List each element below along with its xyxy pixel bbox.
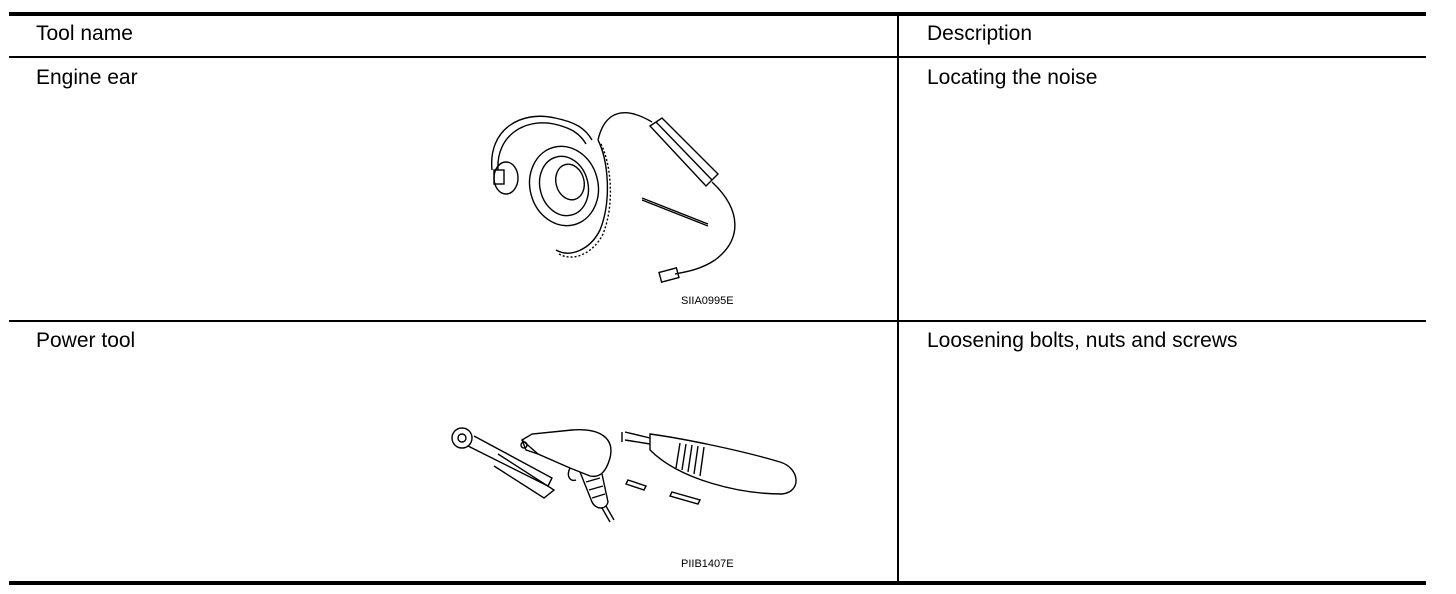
row-1-figure-code: SIIA0995E xyxy=(681,295,734,307)
table-row-divider xyxy=(9,320,1426,322)
power-tool-figure xyxy=(451,427,797,523)
header-description: Description xyxy=(927,22,1033,45)
power-tools-icon xyxy=(451,427,797,523)
row-2-figure-code: PIIB1407E xyxy=(681,558,734,570)
table-bottom-rule xyxy=(9,581,1426,585)
row-2-description: Loosening bolts, nuts and screws xyxy=(927,329,1238,352)
row-1-tool-name: Engine ear xyxy=(36,66,138,89)
headphones-stethoscope-icon xyxy=(491,112,736,284)
table-column-divider xyxy=(897,16,899,582)
row-2-tool-name: Power tool xyxy=(36,329,136,352)
table-header-rule xyxy=(9,56,1426,58)
header-tool-name: Tool name xyxy=(36,22,133,45)
table-top-rule xyxy=(9,12,1426,16)
engine-ear-figure xyxy=(491,112,736,284)
row-1-description: Locating the noise xyxy=(927,66,1098,89)
